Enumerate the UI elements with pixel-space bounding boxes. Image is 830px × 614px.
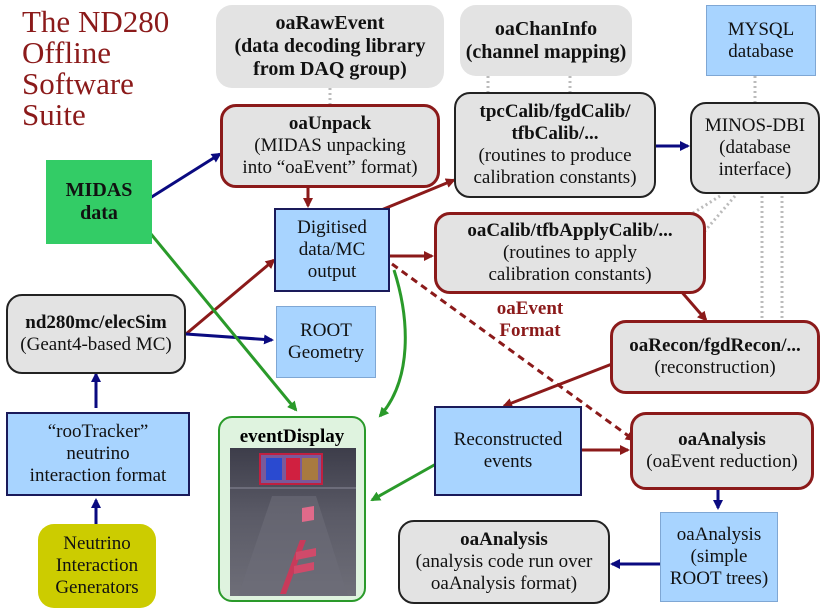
- node-line: Interaction: [55, 555, 139, 577]
- node-line: interaction format: [29, 464, 167, 486]
- edge-nd280mc-to-rootgeometry: [185, 332, 274, 345]
- node-line: MIDAS: [65, 179, 133, 201]
- node-line: ROOT trees): [669, 567, 769, 589]
- node-line: calibration constants): [473, 166, 637, 188]
- node-oaanalysis-trees: oaAnalysis (simple ROOT trees): [660, 512, 778, 602]
- node-mysql-database: MYSQL database: [706, 5, 816, 76]
- node-line: (database: [719, 137, 791, 159]
- node-line: ROOT: [300, 320, 352, 342]
- node-title: oaRawEvent: [275, 12, 385, 34]
- edge-oarecon-to-reconstructed: [502, 362, 613, 408]
- detector-rendering: [230, 453, 356, 596]
- node-line: Generators: [55, 576, 139, 598]
- node-title: oaRecon/fgdRecon/...: [629, 335, 801, 357]
- label-line: Format: [499, 319, 561, 341]
- node-line: oaAnalysis: [676, 524, 762, 546]
- node-line: (channel mapping): [465, 40, 627, 63]
- node-line: output: [307, 260, 357, 282]
- node-title: oaAnalysis: [678, 429, 766, 451]
- title-line-4: Suite: [22, 97, 86, 132]
- node-line: into “oaEvent” format): [242, 156, 418, 178]
- node-line: Digitised: [297, 217, 367, 239]
- dep-line-dbi-to-tpccalib: [689, 194, 721, 217]
- node-eventdisplay: eventDisplay: [218, 416, 366, 602]
- node-line: from DAQ group): [253, 58, 407, 80]
- node-line: MYSQL: [727, 18, 795, 40]
- edge-midas-to-oaunpack: [149, 152, 222, 200]
- node-title: oaUnpack: [288, 113, 372, 135]
- node-midas-data: MIDAS data: [46, 160, 152, 244]
- node-title: tpcCalib/fgdCalib/: [479, 101, 631, 123]
- node-line: (routines to produce: [478, 145, 632, 166]
- node-oaunpack: oaUnpack (MIDAS unpacking into “oaEvent”…: [220, 104, 440, 188]
- node-line: (Geant4-based MC): [20, 334, 172, 355]
- oaevent-format-label: oaEvent Format: [480, 298, 580, 342]
- node-line: (reconstruction): [654, 357, 776, 378]
- node-digitised-output: Digitised data/MC output: [274, 208, 390, 292]
- dep-line-dbi-to-oacalib: [702, 195, 737, 233]
- edge-midas-to-eventdisplay: [144, 227, 298, 412]
- node-line: (data decoding library: [234, 35, 426, 57]
- node-minos-dbi: MINOS-DBI (database interface): [690, 102, 820, 194]
- node-line: (MIDAS unpacking: [254, 135, 406, 157]
- node-title: tfbCalib/...: [511, 123, 599, 145]
- node-line: MINOS-DBI: [704, 115, 806, 137]
- node-reconstructed-events: Reconstructed events: [434, 406, 582, 496]
- edge-digitised-to-eventdisplay: [378, 269, 407, 418]
- node-title: eventDisplay: [239, 426, 345, 447]
- node-line: (analysis code run over: [415, 551, 593, 573]
- title-line-2: Offline: [22, 35, 111, 70]
- node-title: oaChanInfo: [494, 17, 598, 40]
- node-oarawevent: oaRawEvent (data decoding library from D…: [216, 5, 444, 88]
- node-line: Neutrino: [63, 533, 131, 555]
- node-tpccalib: tpcCalib/fgdCalib/ tfbCalib/... (routine…: [454, 92, 656, 198]
- node-oaanalysis-reduction: oaAnalysis (oaEvent reduction): [630, 412, 814, 490]
- node-line: Reconstructed: [453, 429, 563, 451]
- node-line: neutrino: [66, 443, 130, 465]
- node-oacalib: oaCalib/tfbApplyCalib/... (routines to a…: [434, 212, 706, 294]
- node-root-geometry: ROOT Geometry: [276, 306, 376, 378]
- title-line-3: Software: [22, 66, 134, 101]
- node-line: (routines to apply: [502, 242, 638, 264]
- edge-nd280mc-to-digitised: [185, 258, 276, 336]
- edge-oacalib-to-oarecon: [678, 289, 708, 322]
- node-line: Geometry: [288, 342, 364, 363]
- node-title: oaCalib/tfbApplyCalib/...: [467, 220, 673, 242]
- node-line: oaAnalysis format): [430, 572, 578, 594]
- node-line: data/MC: [298, 239, 366, 261]
- node-line: calibration constants): [488, 263, 652, 285]
- node-nd280mc: nd280mc/elecSim (Geant4-based MC): [6, 294, 186, 374]
- node-line: (simple: [690, 546, 748, 568]
- label-line: oaEvent: [496, 298, 564, 319]
- node-rootracker: “rooTracker” neutrino interaction format: [6, 412, 190, 496]
- title-line-1: The ND280: [22, 4, 170, 39]
- node-line: (oaEvent reduction): [646, 451, 798, 472]
- node-title: nd280mc/elecSim: [25, 312, 167, 334]
- node-title: oaAnalysis: [460, 529, 548, 551]
- node-line: events: [483, 451, 533, 472]
- node-line: “rooTracker”: [47, 421, 149, 443]
- edge-digitised-to-oaanalysis: [391, 262, 636, 442]
- edge-reconstructed-to-eventdisplay: [370, 462, 437, 502]
- node-line: data: [80, 202, 118, 224]
- eventdisplay-render-image: [230, 448, 356, 596]
- node-oachaninfo: oaChanInfo (channel mapping): [460, 5, 632, 76]
- node-neutrino-generators: Neutrino Interaction Generators: [38, 524, 156, 608]
- node-oaanalysis-code: oaAnalysis (analysis code run over oaAna…: [398, 520, 610, 604]
- node-line: database: [728, 40, 794, 62]
- node-oarecon: oaRecon/fgdRecon/... (reconstruction): [610, 320, 820, 394]
- node-line: interface): [718, 158, 792, 180]
